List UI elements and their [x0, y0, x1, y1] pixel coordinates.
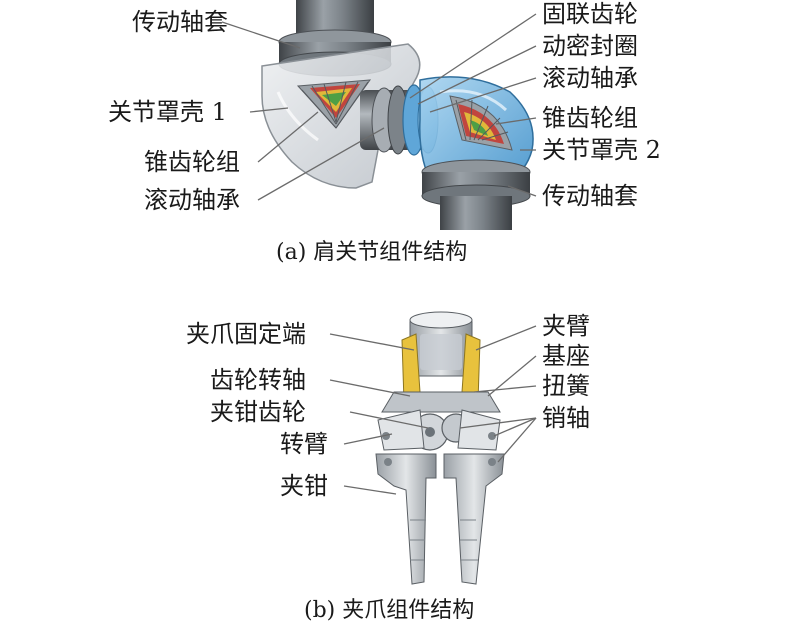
label-clamp-arm: 夹臂 [542, 312, 590, 340]
label-gripper-fixed-end: 夹爪固定端 [186, 320, 306, 348]
gripper-base [381, 391, 501, 413]
bevel-gear-set-right [449, 95, 513, 151]
leader-lines-b [329, 325, 537, 495]
label-torsion-spring: 扭簧 [542, 372, 590, 400]
label-drive-sleeve-bottom: 传动轴套 [542, 182, 638, 210]
label-roller-bearing-left: 滚动轴承 [144, 186, 240, 214]
label-gear-shaft: 齿轮转轴 [210, 366, 306, 394]
label-bevel-gear-right: 锥齿轮组 [542, 104, 638, 132]
label-bevel-gear-left: 锥齿轮组 [144, 148, 240, 176]
label-drive-sleeve-top: 传动轴套 [132, 8, 228, 36]
label-joint-housing-1: 关节罩壳 1 [108, 98, 227, 126]
caption-a: (a) 肩关节组件结构 [276, 240, 468, 265]
label-clamp-gear: 夹钳齿轮 [210, 398, 306, 426]
bevel-gear-set-left [296, 79, 372, 129]
label-base: 基座 [542, 342, 590, 370]
label-roller-bearing-right: 滚动轴承 [542, 64, 638, 92]
label-clamp-jaw: 夹钳 [280, 472, 328, 500]
label-dynamic-seal: 动密封圈 [542, 32, 638, 60]
label-fixed-gear: 固联齿轮 [542, 0, 638, 28]
leader-lines-a [221, 13, 537, 201]
lower-drive-shaft [421, 159, 531, 230]
label-rotating-arm: 转臂 [280, 430, 328, 458]
label-joint-housing-2: 关节罩壳 2 [542, 136, 661, 164]
clamp-jaws [375, 453, 505, 585]
label-pin-shaft: 销轴 [542, 404, 590, 432]
clamp-arm-brackets [401, 333, 481, 403]
gripper-fixed-end [409, 311, 473, 377]
caption-b: (b) 夹爪组件结构 [304, 598, 475, 623]
